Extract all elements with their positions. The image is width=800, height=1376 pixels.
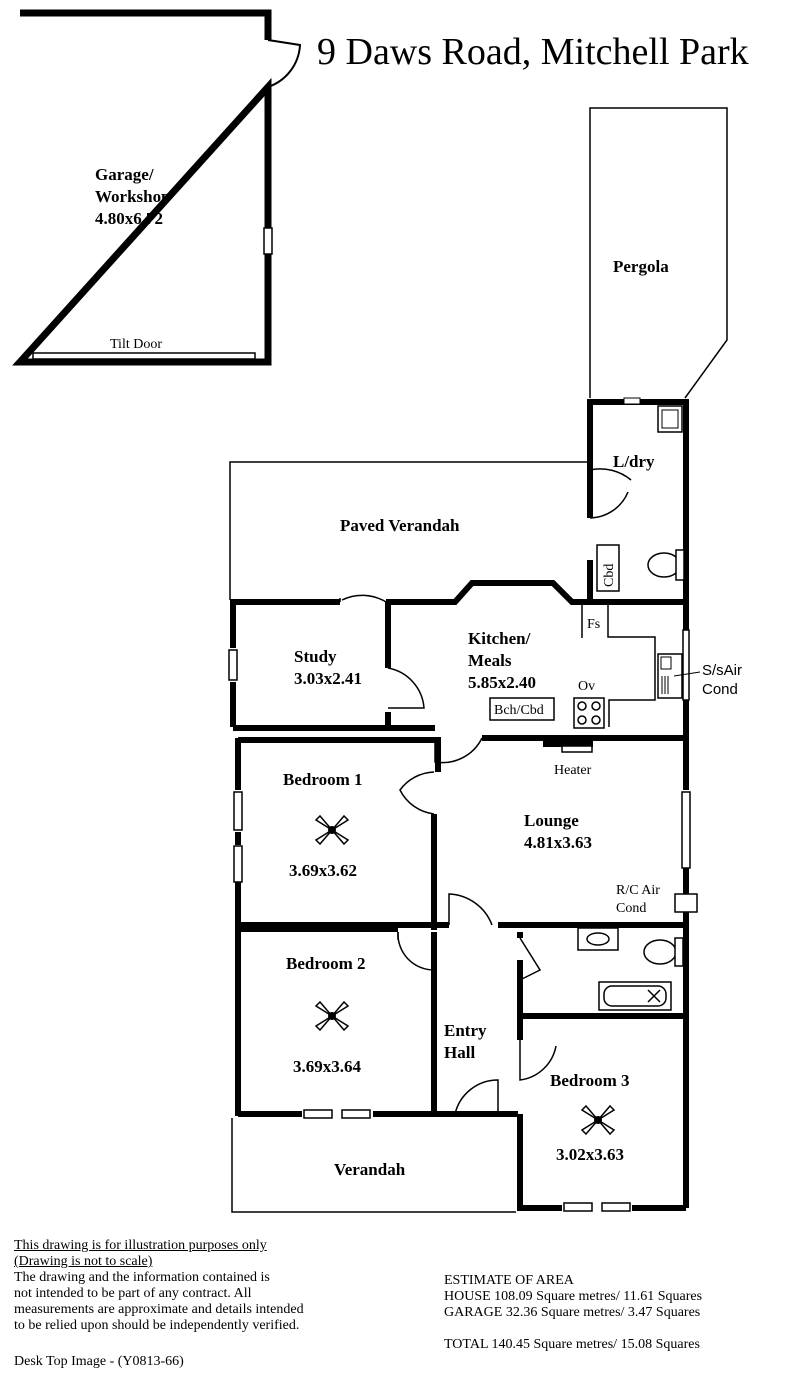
image-id: Desk Top Image - (Y0813-66) [14,1354,184,1369]
disclaimer-body-3: measurements are approximate and details… [14,1302,304,1317]
disclaimer-body-4: to be relied upon should be independentl… [14,1318,300,1333]
area-garage: GARAGE 32.36 Square metres/ 3.47 Squares [444,1305,701,1320]
disclaimer-body-1: The drawing and the information containe… [14,1270,270,1285]
bedroom-2: Bedroom 2 3.69x3.64 [238,926,437,1119]
garage: Garage/ Workshop 4.80x6.72 Tilt Door [12,9,302,366]
ceiling-fan-icon [580,1104,616,1136]
disclaimer-line-2: (Drawing is not to scale) [14,1254,153,1269]
garage-name-1: Garage/ [95,165,154,184]
ceiling-fan-icon [314,814,350,846]
bedroom1-name: Bedroom 1 [283,770,363,789]
lounge-name: Lounge [524,811,579,830]
laundry: Cbd L/dry [587,397,689,602]
heater-label: Heater [554,763,592,778]
entry-hall: Entry Hall [444,893,557,1115]
aircon-label-2: Cond [702,681,738,698]
entry-name-2: Hall [444,1043,475,1062]
entry-name-1: Entry [444,1021,487,1040]
study: Study 3.03x2.41 [228,594,425,728]
pergola: Pergola [589,107,728,399]
garage-name-2: Workshop [95,187,171,206]
area-house: HOUSE 108.09 Square metres/ 11.61 Square… [444,1289,703,1304]
disclaimer: This drawing is for illustration purpose… [14,1238,414,1334]
rc-aircon-label-2: Cond [616,901,646,916]
paved-verandah-name: Paved Verandah [340,516,460,535]
verandah: Verandah [231,1118,516,1213]
study-dims: 3.03x2.41 [294,669,362,688]
bedroom2-name: Bedroom 2 [286,954,366,973]
kitchen-name-1: Kitchen/ [468,629,531,648]
paved-verandah: Paved Verandah [229,461,588,600]
tilt-door-label: Tilt Door [110,337,162,352]
bedroom3-dims: 3.02x3.63 [556,1145,624,1164]
disclaimer-line-1: This drawing is for illustration purpose… [14,1238,267,1253]
kitchen-dims: 5.85x2.40 [468,673,536,692]
bedroom-1: Bedroom 1 3.69x3.62 [233,737,441,930]
fridge-label: Fs [587,617,600,632]
kitchen-name-2: Meals [468,651,512,670]
garage-dims: 4.80x6.72 [95,209,163,228]
house-walls [230,580,689,1211]
bathroom [517,927,686,1019]
pergola-name: Pergola [613,257,669,276]
lounge: Lounge 4.81x3.63 R/C Air Cond [434,791,698,928]
area-total: TOTAL 140.45 Square metres/ 15.08 Square… [444,1337,700,1352]
cbd-label: Cbd [602,564,617,587]
rc-aircon-label-1: R/C Air [616,883,660,898]
bedroom-3: Bedroom 3 3.02x3.63 [517,1016,631,1212]
oven-label: Ov [578,679,595,694]
page-title: 9 Daws Road, Mitchell Park [317,31,749,73]
laundry-name: L/dry [613,452,655,471]
verandah-name: Verandah [334,1160,406,1179]
bedroom1-dims: 3.69x3.62 [289,861,357,880]
lounge-dims: 4.81x3.63 [524,833,592,852]
disclaimer-body-2: not intended to be part of any contract.… [14,1286,252,1301]
ceiling-fan-icon [314,1000,350,1032]
area-heading: ESTIMATE OF AREA [444,1273,574,1288]
area-estimate: ESTIMATE OF AREA HOUSE 108.09 Square met… [444,1273,794,1353]
aircon-label-1: S/sAir [702,662,742,679]
heater: Heater [543,738,593,778]
bedroom3-name: Bedroom 3 [550,1071,630,1090]
bedroom2-dims: 3.69x3.64 [293,1057,362,1076]
bench-label: Bch/Cbd [494,703,544,718]
kitchen: Bch/Cbd Ov Fs Kitchen/ Meals 5.85x2.40 [434,602,701,764]
study-name: Study [294,647,337,666]
